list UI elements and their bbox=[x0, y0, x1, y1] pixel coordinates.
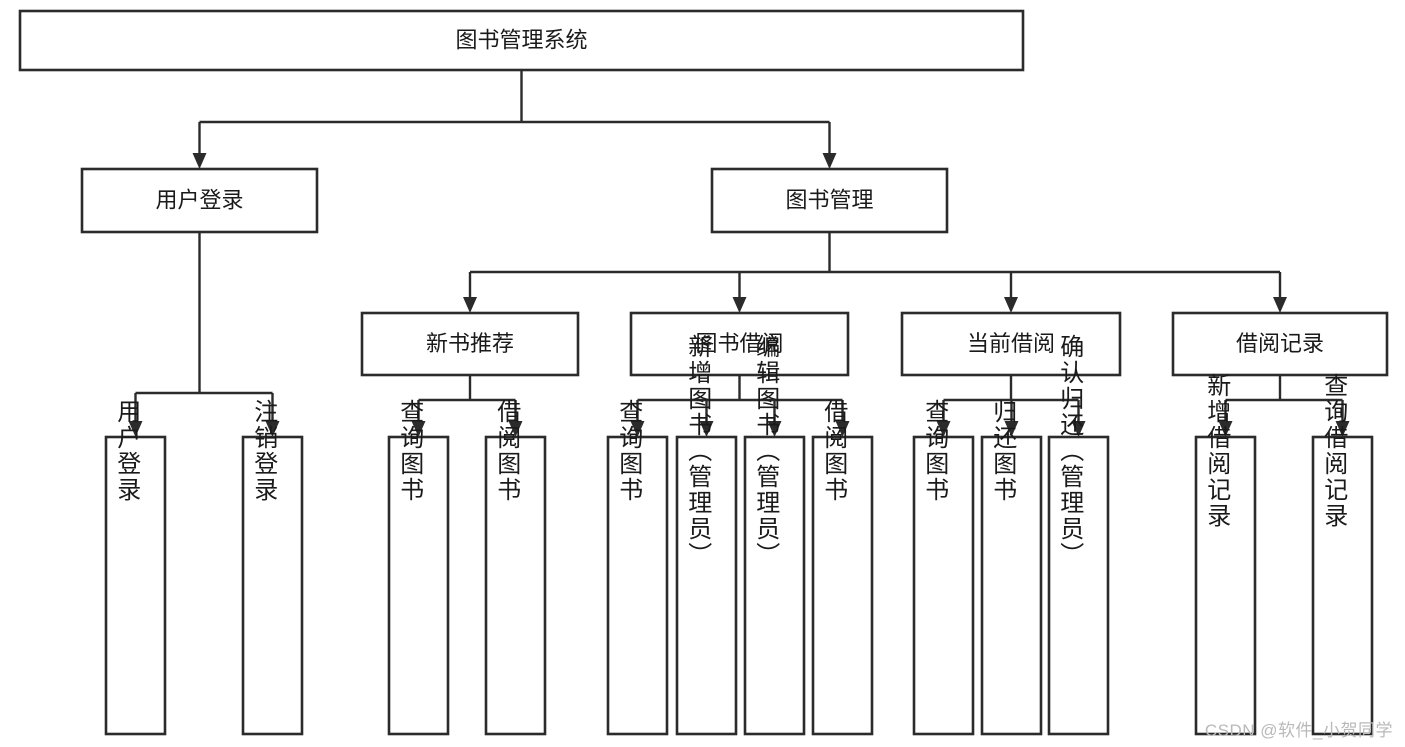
arrow-head-icon bbox=[822, 153, 837, 169]
node-book-borrow-label: 图书借阅 bbox=[695, 331, 783, 356]
arrow-head-icon bbox=[192, 153, 207, 169]
node-leaf-add-record-label: 新增借阅记录 bbox=[1203, 373, 1231, 529]
node-leaf-add-book-label: 新增图书（管理员） bbox=[684, 334, 712, 568]
node-leaf-confirm-return[interactable]: 确认归还（管理员） bbox=[1047, 334, 1110, 736]
arrow-head-icon bbox=[463, 297, 477, 313]
arrow-head-icon bbox=[1071, 421, 1086, 437]
edges-layer bbox=[128, 70, 1350, 437]
node-new-book-recommend-label: 新书推荐 bbox=[426, 331, 514, 356]
nodes-layer: 图书管理系统用户登录图书管理新书推荐图书借阅当前借阅借阅记录用户登录注销登录查询… bbox=[18, 9, 1389, 736]
arrow-head-icon bbox=[265, 421, 280, 437]
node-book-manage[interactable]: 图书管理 bbox=[710, 167, 949, 234]
node-leaf-borrow-book-1[interactable]: 借阅图书 bbox=[484, 399, 547, 736]
node-leaf-query-book-2-label: 查询图书 bbox=[615, 399, 643, 503]
arrow-head-icon bbox=[1004, 297, 1018, 313]
node-leaf-return-book[interactable]: 归还图书 bbox=[980, 399, 1043, 736]
arrow-head-icon bbox=[767, 421, 782, 437]
node-leaf-edit-book-label: 编辑图书（管理员） bbox=[752, 334, 780, 568]
node-leaf-add-book[interactable]: 新增图书（管理员） bbox=[675, 334, 738, 736]
node-leaf-query-record-label: 查询借阅记录 bbox=[1320, 373, 1348, 529]
arrow-head-icon bbox=[1273, 297, 1287, 313]
node-leaf-borrow-book-2-label: 借阅图书 bbox=[820, 399, 848, 503]
arrow-head-icon bbox=[411, 421, 426, 437]
arrow-head-icon bbox=[128, 421, 143, 437]
node-leaf-user-login[interactable]: 用户登录 bbox=[104, 399, 167, 736]
node-leaf-logout-label: 注销登录 bbox=[250, 399, 278, 503]
node-root[interactable]: 图书管理系统 bbox=[18, 9, 1025, 72]
node-leaf-query-record[interactable]: 查询借阅记录 bbox=[1311, 373, 1374, 736]
arrow-head-icon bbox=[1335, 421, 1350, 437]
node-current-borrow-label: 当前借阅 bbox=[967, 331, 1055, 356]
node-borrow-record-label: 借阅记录 bbox=[1236, 331, 1324, 356]
node-current-borrow[interactable]: 当前借阅 bbox=[900, 311, 1122, 377]
node-book-borrow[interactable]: 图书借阅 bbox=[629, 311, 850, 377]
node-user-login-label: 用户登录 bbox=[155, 187, 243, 212]
node-leaf-return-book-label: 归还图书 bbox=[989, 399, 1017, 503]
arrow-head-icon bbox=[835, 421, 850, 437]
node-leaf-logout[interactable]: 注销登录 bbox=[241, 399, 304, 736]
arrow-head-icon bbox=[732, 297, 747, 313]
node-new-book-recommend[interactable]: 新书推荐 bbox=[360, 311, 580, 377]
node-leaf-add-record[interactable]: 新增借阅记录 bbox=[1194, 373, 1257, 736]
node-leaf-edit-book[interactable]: 编辑图书（管理员） bbox=[743, 334, 806, 736]
node-book-manage-label: 图书管理 bbox=[785, 187, 873, 212]
node-leaf-query-book-3-label: 查询图书 bbox=[921, 399, 949, 503]
arrow-head-icon bbox=[1218, 421, 1233, 437]
node-leaf-query-book-2[interactable]: 查询图书 bbox=[606, 399, 669, 736]
node-leaf-query-book-3[interactable]: 查询图书 bbox=[912, 399, 975, 736]
arrow-head-icon bbox=[508, 421, 523, 437]
arrow-head-icon bbox=[936, 421, 951, 437]
node-user-login[interactable]: 用户登录 bbox=[80, 167, 319, 234]
node-leaf-confirm-return-label: 确认归还（管理员） bbox=[1056, 334, 1084, 568]
arrow-head-icon bbox=[630, 421, 645, 437]
node-borrow-record[interactable]: 借阅记录 bbox=[1171, 311, 1389, 377]
node-leaf-query-book-1-label: 查询图书 bbox=[396, 399, 424, 503]
node-leaf-user-login-label: 用户登录 bbox=[113, 399, 141, 503]
node-leaf-borrow-book-1-label: 借阅图书 bbox=[493, 399, 521, 503]
arrow-head-icon bbox=[1004, 421, 1019, 437]
node-root-label: 图书管理系统 bbox=[455, 27, 587, 52]
node-leaf-query-book-1[interactable]: 查询图书 bbox=[387, 399, 450, 736]
node-leaf-borrow-book-2[interactable]: 借阅图书 bbox=[811, 399, 874, 736]
arrow-head-icon bbox=[699, 421, 714, 437]
